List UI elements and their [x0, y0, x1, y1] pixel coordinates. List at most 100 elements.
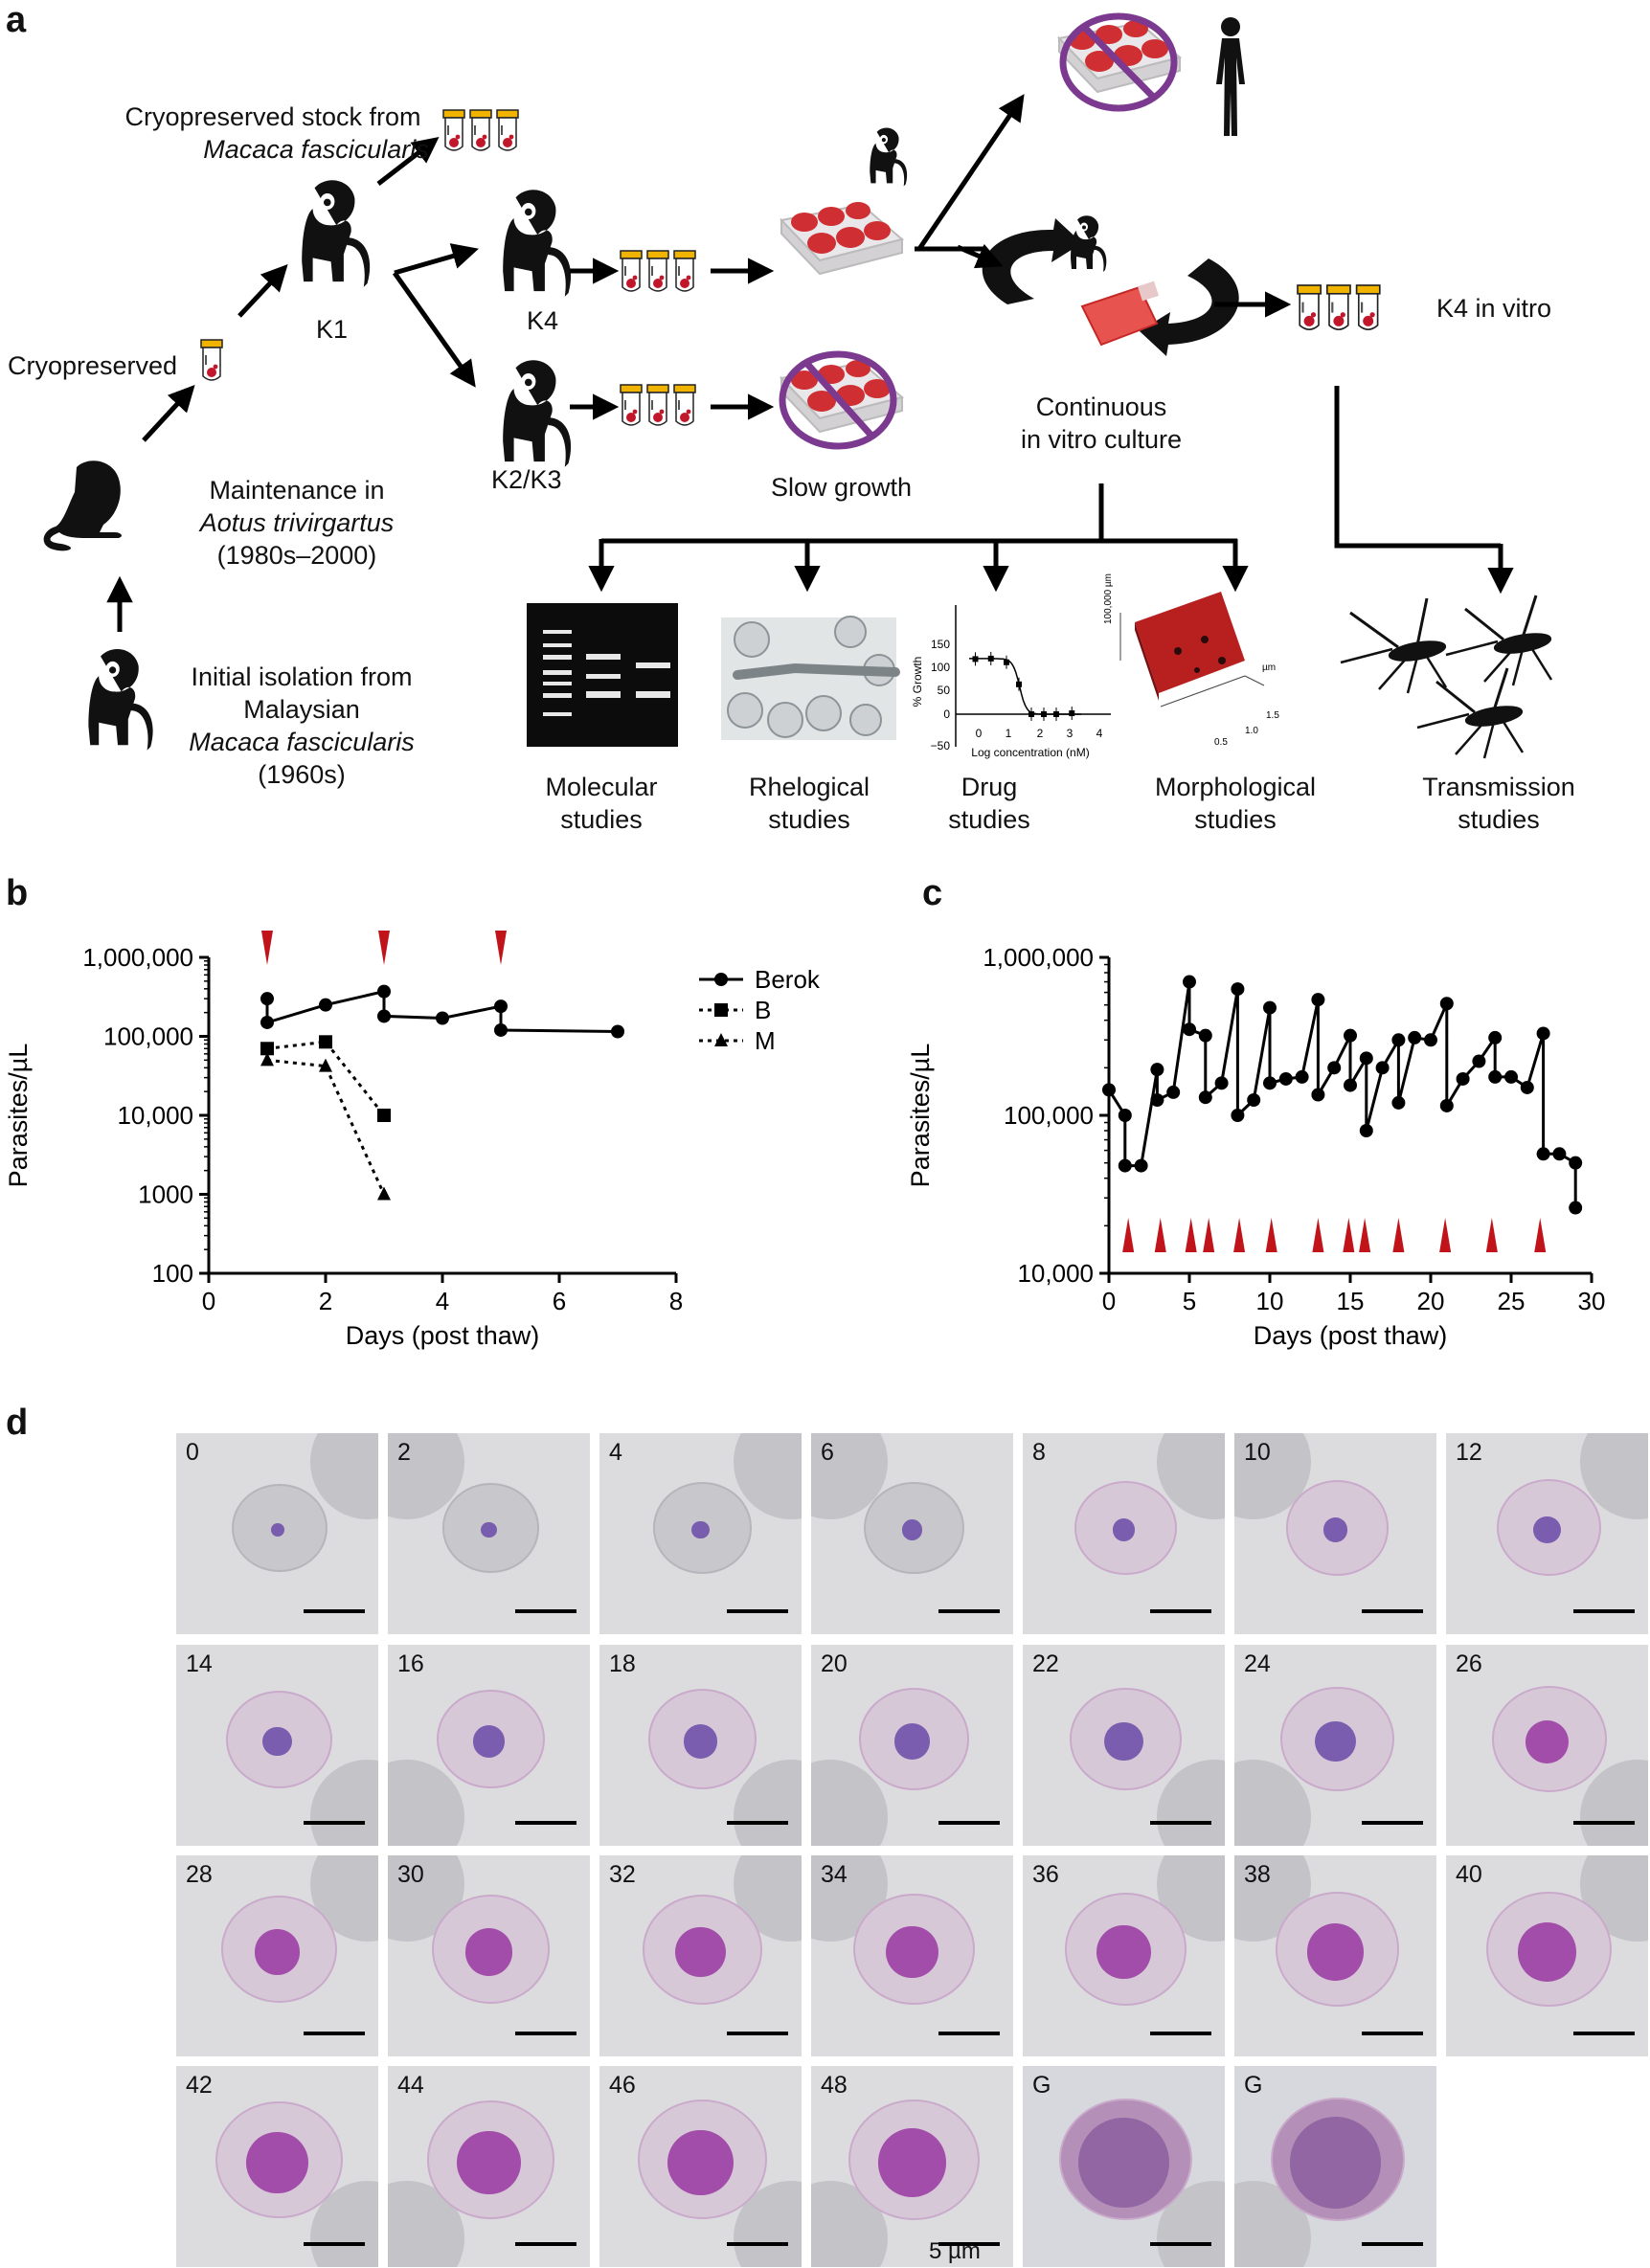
- hour-label: 24: [1244, 1650, 1271, 1677]
- slow-growth-label: Slow growth: [771, 473, 913, 502]
- parasite: [675, 1926, 726, 1978]
- data-point: [1344, 1028, 1357, 1043]
- culture-cycle-icon: [982, 218, 1239, 356]
- initial-line3: Macaca fascicularis: [189, 728, 415, 756]
- legend-label: Berok: [755, 965, 821, 994]
- hour-label: 20: [821, 1650, 848, 1677]
- parasite: [683, 1724, 718, 1759]
- micrograph-tile: 6: [811, 1433, 1013, 1634]
- parasite: [246, 2131, 308, 2194]
- micrograph-tile: 38: [1234, 1855, 1436, 2056]
- x-tick-label: 15: [1337, 1287, 1365, 1315]
- micrograph-tile: 2: [388, 1433, 590, 1634]
- svg-text:0: 0: [943, 707, 950, 721]
- x-axis-label: Days (post thaw): [1254, 1321, 1448, 1350]
- data-point: [1536, 1147, 1550, 1161]
- hour-label: 26: [1456, 1650, 1482, 1677]
- continuous-line1: Continuous: [1035, 393, 1167, 421]
- y-tick-label: 100,000: [103, 1022, 193, 1051]
- parasite: [667, 2129, 734, 2196]
- data-point: [1198, 1028, 1212, 1043]
- infected-rbc: [431, 1895, 551, 2004]
- scale-bar: [1573, 2032, 1635, 2035]
- drug-inset-chart: 150 100 50 0 −50 0 1 2 3 4 Log concentra…: [911, 605, 1111, 759]
- background-rbc: [734, 1760, 802, 1846]
- plate-slowgrowth-icon: [779, 350, 903, 450]
- x-tick-label: 0: [1102, 1287, 1116, 1315]
- plate-human-icon: [1058, 12, 1181, 112]
- micrograph-tile: 8: [1023, 1433, 1225, 1634]
- legend-label: M: [755, 1026, 776, 1055]
- svg-text:100: 100: [931, 661, 950, 674]
- scale-bar: [938, 1821, 1000, 1825]
- y-axis-label: Parasites/µL: [4, 1044, 33, 1188]
- hour-label: G: [1244, 2072, 1263, 2099]
- svg-text:0.5: 0.5: [1214, 737, 1228, 748]
- scale-bar: [515, 1609, 576, 1613]
- drug-fit-curve: [969, 658, 1081, 715]
- micrograph-tile: 44: [388, 2066, 590, 2267]
- data-point: [1488, 1030, 1503, 1044]
- micrograph-tile: 28: [176, 1855, 378, 2056]
- hour-label: 34: [821, 1861, 848, 1888]
- x-tick-label: 6: [553, 1287, 566, 1315]
- scale-bar: [727, 2032, 788, 2035]
- legend-marker: [714, 1033, 728, 1046]
- data-point: [1344, 1078, 1357, 1092]
- scale-bar: [515, 2032, 576, 2035]
- y-tick-label: 10,000: [117, 1101, 193, 1130]
- micrograph-tile: 22: [1023, 1645, 1225, 1846]
- initial-line4: (1960s): [258, 760, 346, 789]
- cryopreserved-label: Cryopreserved: [8, 351, 178, 380]
- human-icon: [1216, 17, 1245, 136]
- parasite: [1322, 1517, 1348, 1542]
- hour-label: 48: [821, 2072, 848, 2099]
- svg-text:−50: −50: [931, 739, 951, 752]
- data-point: [1488, 1069, 1503, 1084]
- data-point: [260, 992, 274, 1006]
- parasite: [472, 1725, 506, 1758]
- y-tick-label: 1,000,000: [983, 943, 1094, 972]
- data-point: [377, 1009, 391, 1023]
- cryo-stock-label: Cryopreserved stock from Macaca fascicul…: [101, 101, 445, 166]
- y-tick-label: 100: [152, 1259, 193, 1288]
- x-tick-label: 8: [669, 1287, 683, 1315]
- hour-label: 14: [186, 1650, 213, 1677]
- micrograph-tile: 26: [1446, 1645, 1648, 1846]
- parasite: [691, 1520, 710, 1539]
- parasite: [1306, 1923, 1365, 1981]
- hour-label: 22: [1032, 1650, 1059, 1677]
- hour-label: 40: [1456, 1861, 1482, 1888]
- hour-label: 42: [186, 2072, 213, 2099]
- panel-b-letter: b: [6, 873, 29, 913]
- micrograph-tile: 36: [1023, 1855, 1225, 2056]
- x-tick-label: 20: [1417, 1287, 1445, 1315]
- scale-bar: [1362, 2032, 1423, 2035]
- micrograph-tile: 12: [1446, 1433, 1648, 1634]
- dilution-arrow: [1439, 1218, 1452, 1252]
- k1-label: K1: [316, 315, 349, 344]
- data-point: [1231, 982, 1245, 997]
- data-point: [1134, 1158, 1148, 1173]
- data-point: [1472, 1054, 1486, 1068]
- data-point: [1375, 1061, 1390, 1075]
- micrograph-tile: G: [1234, 2066, 1436, 2267]
- continuous-culture-label: Continuous in vitro culture: [996, 391, 1207, 456]
- parasite: [886, 1925, 938, 1979]
- data-point: [494, 1022, 508, 1037]
- k4-in-vitro-label: K4 in vitro: [1436, 294, 1552, 323]
- parasite: [1096, 1924, 1151, 1980]
- dilution-arrow: [1185, 1218, 1197, 1252]
- maintenance-line1: Maintenance in: [209, 476, 385, 505]
- background-rbc: [310, 1760, 378, 1846]
- flow-arrows: [106, 94, 1514, 632]
- micrograph-tile: 34: [811, 1855, 1013, 2056]
- parasite: [254, 1929, 301, 1975]
- micrograph-tile: 4: [599, 1433, 802, 1634]
- data-point: [1552, 1147, 1567, 1161]
